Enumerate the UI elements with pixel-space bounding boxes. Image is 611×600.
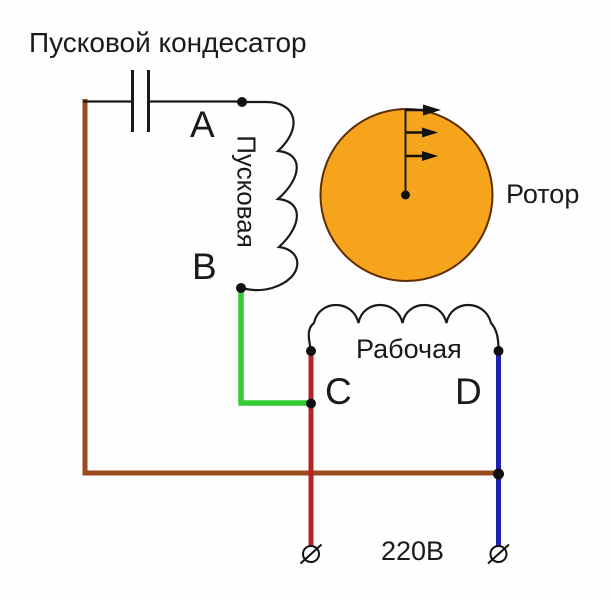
junction-dot-b bbox=[236, 283, 246, 293]
terminal-symbol-right bbox=[487, 543, 510, 565]
brown-supply-wire bbox=[82, 99, 500, 476]
rotor-symbol bbox=[319, 104, 494, 282]
green-jumper-wire bbox=[238, 288, 309, 406]
capacitor-symbol bbox=[83, 70, 242, 132]
terminal-label-c: C bbox=[325, 371, 352, 412]
run-winding-coil bbox=[307, 303, 500, 352]
junction-dot-d-coil bbox=[493, 346, 504, 356]
start-winding-coil bbox=[242, 100, 299, 292]
junction-dot-a bbox=[237, 97, 247, 107]
run-winding-label: Рабочая bbox=[356, 334, 462, 364]
junction-dots bbox=[236, 97, 504, 480]
junction-dot-green-red bbox=[306, 398, 316, 409]
rotor-label: Ротор bbox=[506, 179, 580, 209]
terminal-label-a: A bbox=[190, 104, 215, 145]
diagram-title: Пусковой кондесатор bbox=[29, 27, 307, 58]
rotor-center-dot bbox=[401, 190, 410, 200]
terminal-label-b: B bbox=[192, 246, 217, 287]
junction-dot-brown-blue bbox=[493, 468, 504, 480]
terminal-symbol-left bbox=[299, 543, 323, 565]
rotation-arrows-icon bbox=[405, 104, 441, 161]
terminal-label-d: D bbox=[455, 371, 482, 412]
junction-dot-c-coil bbox=[306, 346, 316, 356]
start-winding-label: Пусковая bbox=[231, 135, 262, 248]
voltage-label: 220В bbox=[381, 536, 445, 566]
